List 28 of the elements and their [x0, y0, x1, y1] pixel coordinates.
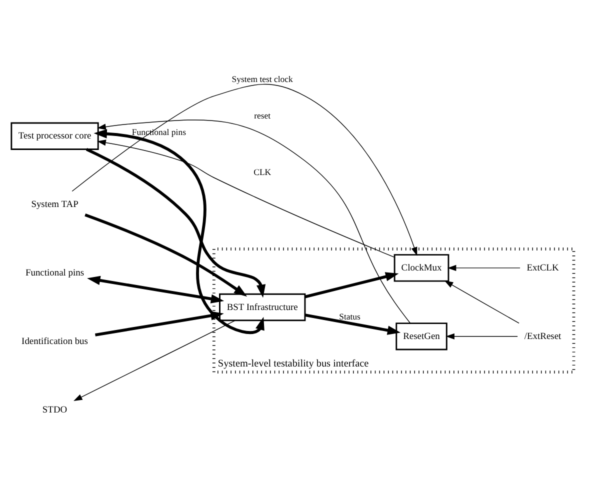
edge-label: reset	[254, 110, 271, 120]
arrow	[444, 280, 520, 324]
arrow	[304, 313, 401, 334]
node-text: STDO	[42, 404, 68, 415]
edge-label: Status	[339, 310, 360, 321]
edge-label: System test clock	[232, 73, 293, 84]
arrow	[86, 147, 266, 298]
node-box: BST Infrastructure	[219, 292, 306, 321]
arrow	[84, 213, 248, 296]
node-text: Identification bus	[22, 336, 88, 346]
node-box: ResetGen	[396, 322, 448, 350]
arrow	[74, 320, 236, 400]
node-text: /ExtReset	[524, 331, 562, 342]
edge-label: CLK	[254, 166, 272, 177]
node-text: Functional pins	[25, 268, 84, 278]
arrow	[97, 139, 395, 258]
arrow	[446, 332, 518, 339]
node-box: ClockMux	[394, 254, 450, 282]
arrow	[72, 83, 418, 256]
node-text: System TAP	[31, 200, 78, 210]
node-text: ExtCLK	[526, 262, 559, 273]
node-box: Test processor core	[10, 122, 99, 150]
arrow	[94, 128, 264, 334]
arrow	[95, 310, 224, 336]
arrow	[447, 264, 520, 270]
arrow	[304, 272, 399, 298]
arrow	[87, 275, 224, 303]
arrow	[97, 119, 411, 324]
